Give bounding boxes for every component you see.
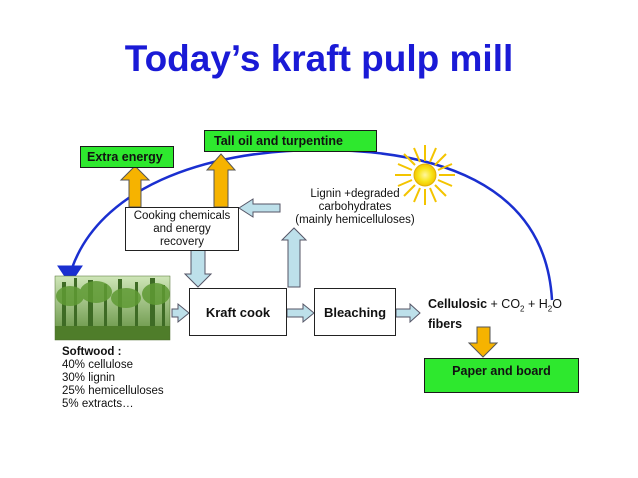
softwood-line-2: 30% lignin [62, 372, 116, 384]
cooking-chemicals-box: Cooking chemicals and energy recovery [125, 207, 239, 251]
products-line-1: Cellulosic + CO2 + H2O [428, 297, 562, 314]
bleaching-label: Bleaching [323, 304, 387, 320]
fibers-label: fibers [428, 316, 463, 331]
kraft-cook-label: Kraft cook [205, 304, 271, 320]
paper-board-box: Paper and board [424, 358, 579, 393]
arrow-bleaching-to-fibers [395, 302, 421, 324]
paper-board-label: Paper and board [452, 364, 551, 378]
softwood-line-4: 5% extracts… [62, 398, 134, 410]
kraft-cook-box: Kraft cook [189, 288, 287, 336]
arrow-recovery-to-tall-oil [205, 153, 237, 208]
extra-energy-label: Extra energy [87, 150, 163, 164]
softwood-line-3: 25% hemicelluloses [62, 385, 164, 397]
arrow-lignin-to-recovery [238, 198, 281, 218]
cooking-chemicals-label: Cooking chemicals and energy recovery [133, 209, 231, 248]
arrow-cook-to-bleaching [286, 302, 315, 324]
arrow-cook-to-lignin [280, 227, 308, 288]
extra-energy-box: Extra energy [80, 146, 174, 168]
softwood-heading: Softwood : [62, 346, 122, 358]
softwood-line-1: 40% cellulose [62, 359, 133, 371]
lignin-label: Lignin +degraded carbohydrates (mainly h… [280, 188, 430, 227]
lignin-line-3: (mainly hemicelluloses) [295, 214, 415, 226]
softwood-composition: Softwood : 40% cellulose 30% lignin 25% … [62, 346, 164, 411]
arrow-recovery-to-cook [183, 249, 213, 288]
cellulosic-label: Cellulosic [428, 297, 488, 311]
arrow-fibers-to-paper [467, 326, 499, 358]
forest-image [54, 275, 171, 341]
arrow-forest-to-cook [171, 302, 190, 324]
cycle-arc-arrowhead [57, 265, 83, 285]
products-label: Cellulosic + CO2 + H2O fibers [428, 297, 562, 332]
arrow-recovery-to-extra-energy [119, 165, 151, 208]
sun-icon [395, 145, 455, 205]
tall-oil-label: Tall oil and turpentine [214, 134, 343, 148]
lignin-line-1: Lignin +degraded [310, 188, 400, 200]
bleaching-box: Bleaching [314, 288, 396, 336]
tall-oil-box: Tall oil and turpentine [204, 130, 377, 152]
lignin-line-2: carbohydrates [318, 201, 392, 213]
page-title: Today’s kraft pulp mill [124, 38, 514, 79]
